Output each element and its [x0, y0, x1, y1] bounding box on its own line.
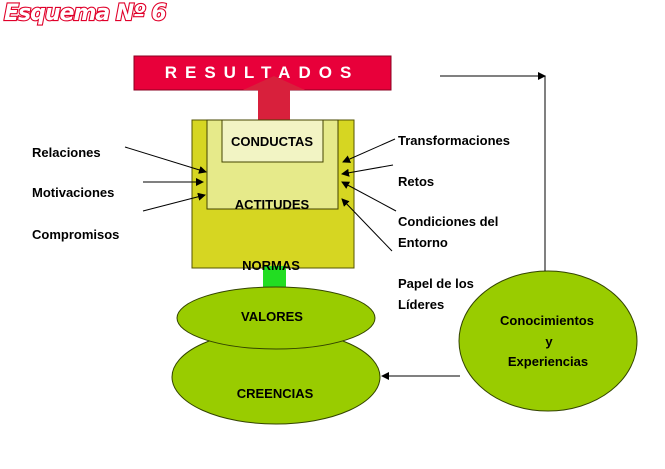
factor-motivaciones: Motivaciones	[32, 185, 114, 200]
conocimientos-line2: y	[545, 334, 553, 349]
valores-label: VALORES	[241, 309, 303, 324]
conductas-box	[221, 119, 324, 163]
conocimientos-line3: Experiencias	[508, 354, 588, 369]
factor-papel-line1: Papel de los	[398, 276, 474, 291]
diagram-title: Esquema Nº 6	[4, 1, 166, 26]
factor-condiciones-line2: Entorno	[398, 235, 448, 250]
factor-transformaciones: Transformaciones	[398, 133, 510, 148]
conocimientos-line1: Conocimientos	[500, 313, 594, 328]
arrow-compromisos	[142, 192, 206, 212]
creencias-label: CREENCIAS	[237, 386, 314, 401]
arrow-transformaciones	[342, 138, 396, 163]
arrow-retos	[341, 164, 394, 177]
valores-ellipse	[176, 286, 376, 350]
factor-relaciones: Relaciones	[32, 145, 101, 160]
up-arrow-to-resultados	[243, 76, 305, 90]
feedback-line-up	[440, 75, 546, 271]
normas-label: NORMAS	[242, 258, 300, 273]
arrow-papel	[341, 198, 393, 252]
resultados-label: RESULTADOS	[165, 63, 360, 82]
normas-valores-connector	[263, 266, 286, 292]
arrow-relaciones	[124, 146, 207, 174]
factor-condiciones-line1: Condiciones del	[398, 214, 498, 229]
actitudes-label: ACTITUDES	[235, 197, 310, 212]
conocimientos-ellipse	[458, 270, 638, 412]
up-arrow-shaft	[258, 90, 290, 120]
factor-retos: Retos	[398, 174, 434, 189]
arrow-condiciones	[341, 181, 397, 212]
factor-compromisos: Compromisos	[32, 227, 119, 242]
conductas-label: CONDUCTAS	[231, 134, 313, 149]
factor-papel-line2: Líderes	[398, 297, 444, 312]
